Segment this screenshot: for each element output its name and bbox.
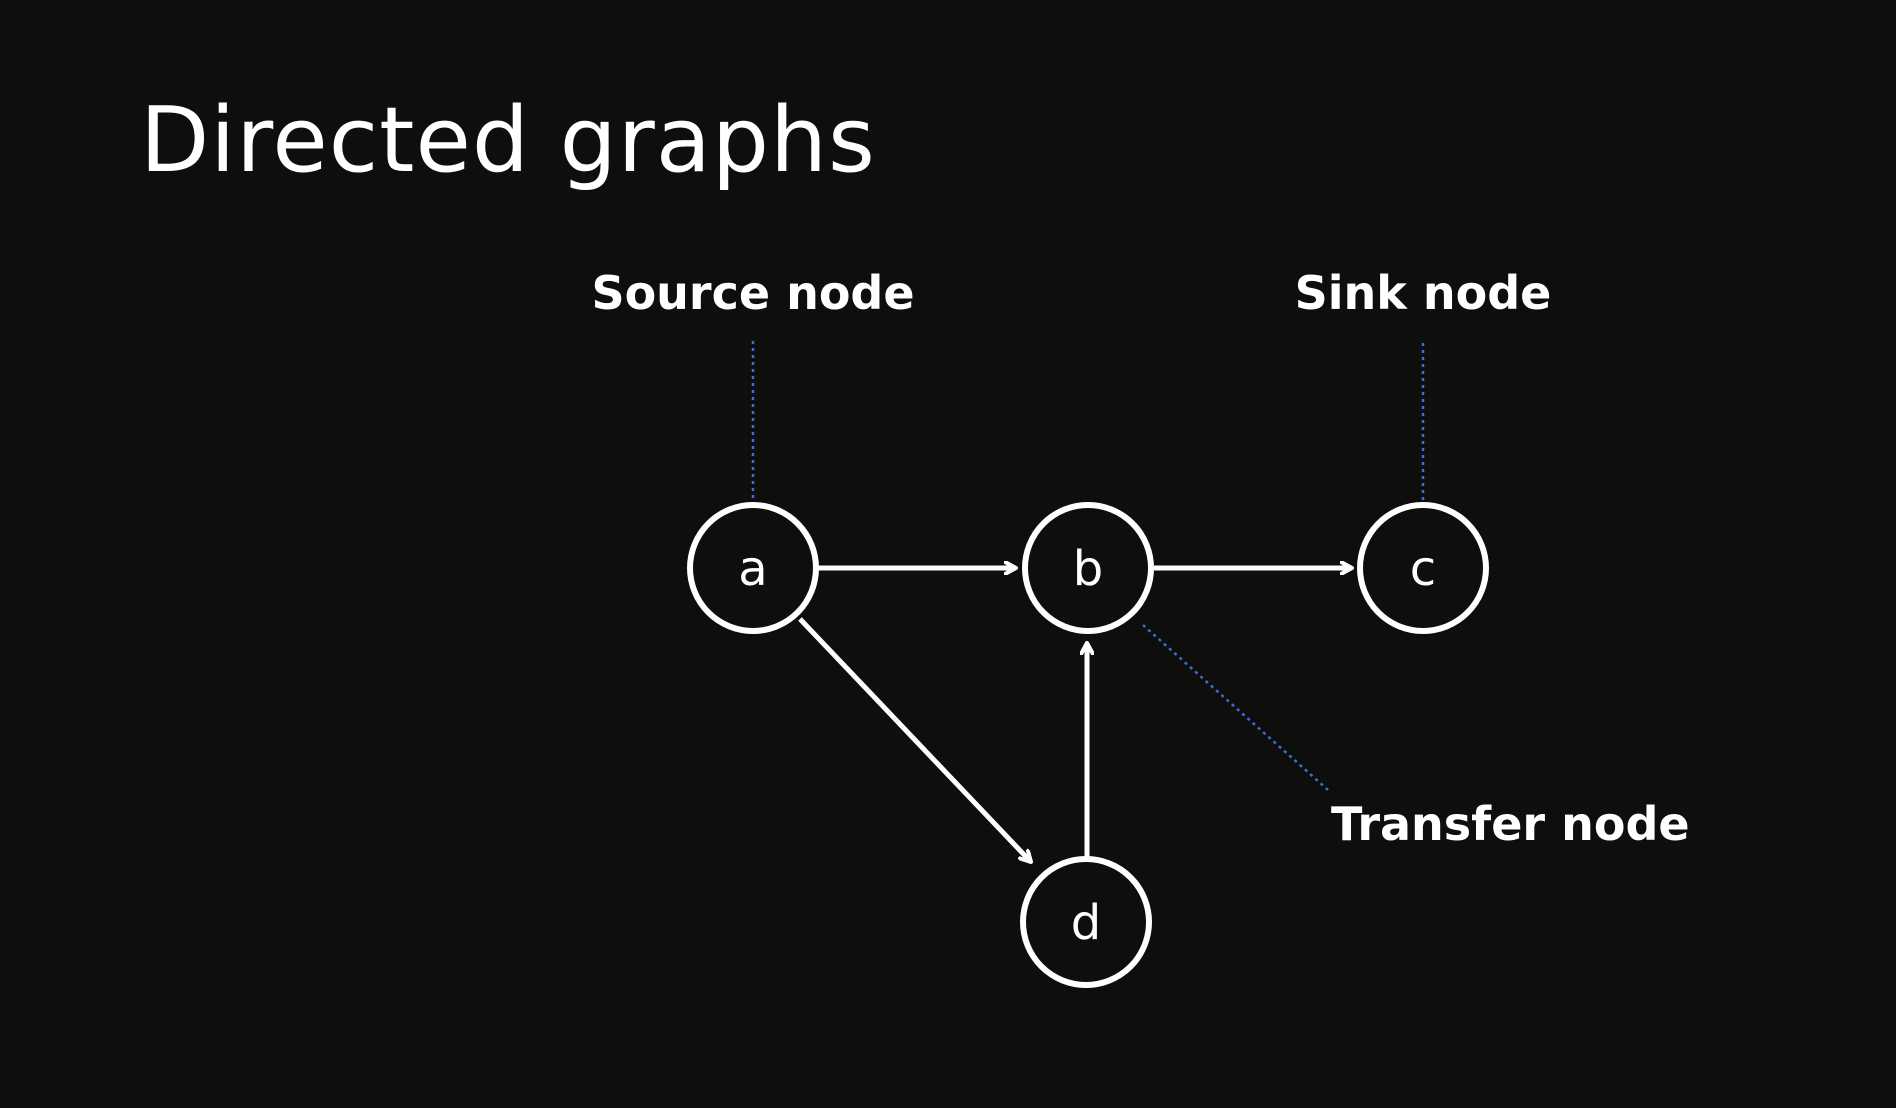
callout-label-source: Source node [591,266,914,320]
node-label-c: c [1410,541,1436,597]
callout-label-sink: Sink node [1295,266,1552,320]
callout-line-transfer [1142,624,1329,791]
node-c: c [1357,502,1489,634]
node-label-b: b [1073,541,1103,597]
node-b: b [1022,502,1154,634]
node-label-a: a [738,541,767,597]
callout-label-transfer: Transfer node [1331,797,1690,851]
node-a: a [687,502,819,634]
node-d: d [1020,856,1152,988]
node-label-d: d [1071,895,1101,951]
slide-title: Directed graphs [140,88,876,193]
edge-a-to-d [798,617,1031,862]
